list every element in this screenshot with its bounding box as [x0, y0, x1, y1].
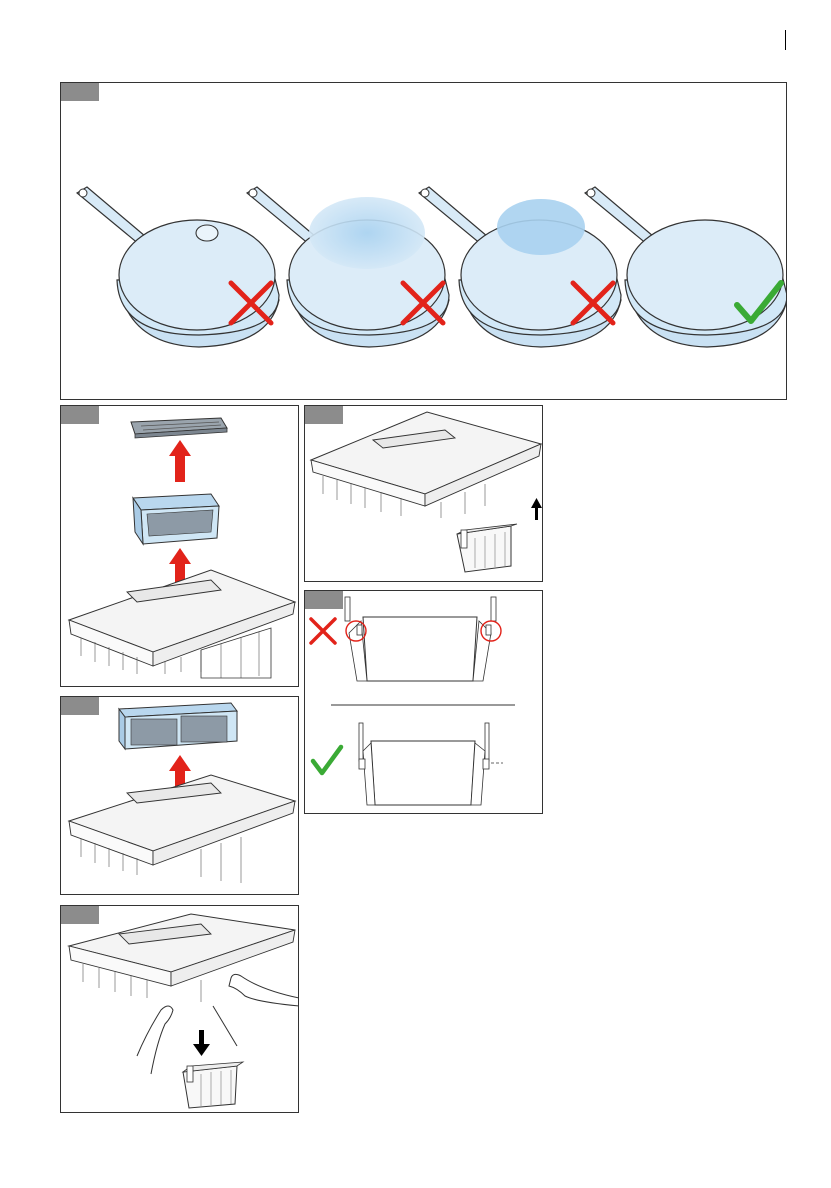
remove-container-panel — [304, 405, 543, 582]
container-fit-panel — [304, 590, 543, 814]
cut-mark — [785, 30, 786, 50]
up-arrow-icon — [531, 498, 542, 520]
hob-icon — [311, 412, 541, 518]
pan-bulge-icon — [77, 187, 279, 347]
check-icon — [313, 747, 341, 773]
container-fit-illustration — [305, 591, 543, 814]
hand-icon — [137, 1006, 173, 1074]
insert-odour-filter-illustration — [61, 697, 299, 895]
hob-icon — [69, 570, 295, 678]
hob-icon — [69, 775, 295, 883]
down-arrow-icon — [193, 1030, 210, 1056]
insert-odour-filter-panel — [60, 696, 299, 895]
container-wrong-icon — [345, 597, 501, 681]
take-out-container-illustration — [61, 906, 299, 1113]
container-correct-icon — [359, 723, 503, 805]
cookware-illustration — [61, 83, 787, 400]
filter-icon — [133, 494, 219, 544]
pan-concave-icon — [247, 187, 449, 347]
pan-convex-icon — [419, 187, 621, 347]
cookware-panel — [60, 82, 787, 400]
up-arrow-icon — [169, 440, 191, 482]
take-out-container-panel — [60, 905, 299, 1113]
odour-filter-icon — [119, 703, 237, 749]
container-icon — [457, 524, 517, 572]
remove-grille-filter-illustration — [61, 406, 299, 687]
container-icon — [183, 1062, 243, 1108]
remove-grille-filter-panel — [60, 405, 299, 687]
hand-icon — [229, 974, 299, 1006]
cross-icon — [311, 619, 335, 643]
remove-container-illustration — [305, 406, 543, 582]
pointer-line — [213, 1006, 237, 1046]
grille-icon — [131, 418, 227, 438]
